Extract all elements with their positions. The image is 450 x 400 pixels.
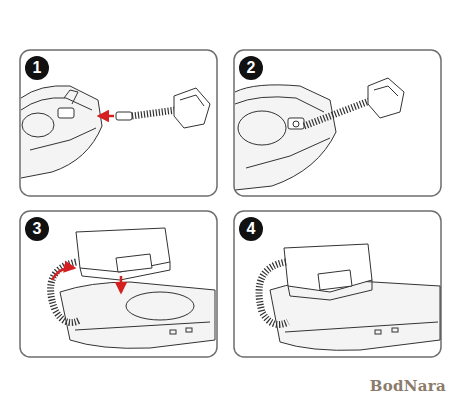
step-number: 2	[239, 56, 263, 80]
watermark: BodNara	[370, 377, 446, 395]
step-panel	[20, 50, 217, 196]
step-number-text: 4	[247, 221, 256, 237]
step-number: 3	[25, 217, 49, 241]
step-number-text: 2	[247, 60, 256, 76]
step-panel	[234, 50, 441, 196]
step-number: 1	[25, 56, 49, 80]
step-panel	[20, 211, 217, 357]
step-panel	[234, 211, 441, 357]
step-number-text: 3	[33, 221, 42, 237]
device-drawing	[21, 86, 210, 178]
device-drawing	[259, 244, 440, 350]
step-number-text: 1	[33, 60, 42, 76]
device-drawing	[235, 78, 404, 190]
device-drawing	[51, 228, 215, 348]
step-number: 4	[239, 217, 263, 241]
